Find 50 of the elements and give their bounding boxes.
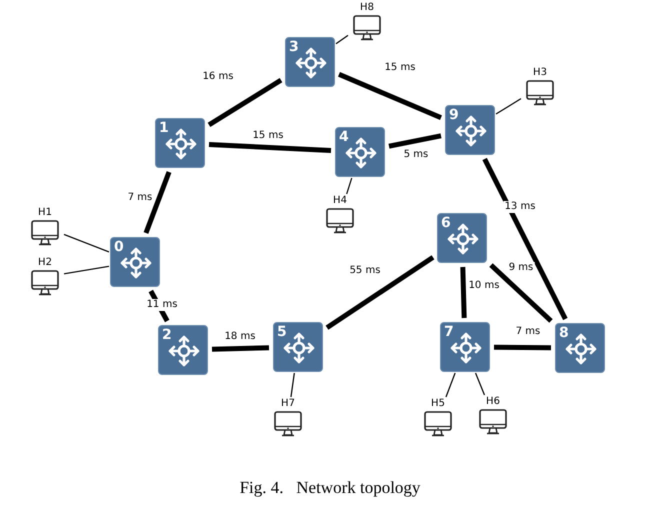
- host-label: H2: [38, 257, 52, 269]
- connector-line: [336, 34, 348, 44]
- edge-label: 13 ms: [504, 201, 536, 213]
- switch-box: [155, 118, 205, 168]
- link-line: [208, 78, 282, 128]
- connector-line: [346, 178, 352, 194]
- host-label: H3: [533, 67, 547, 79]
- host-label: H7: [281, 398, 295, 410]
- link-line: [208, 142, 332, 154]
- connector-line: [496, 98, 522, 115]
- connector-line: [64, 234, 110, 252]
- host-label: H8: [360, 2, 374, 14]
- switch-box: [555, 323, 605, 373]
- link-line: [212, 345, 270, 352]
- link-line: [338, 72, 442, 120]
- switch-number: 1: [159, 120, 169, 136]
- switch-box: [158, 325, 208, 375]
- figure-caption: Fig. 4. Network topology: [238, 478, 422, 498]
- link-line: [460, 266, 467, 318]
- switch-box: [437, 213, 487, 263]
- switch-box: [335, 127, 385, 177]
- switch-number: 9: [449, 107, 459, 123]
- link-line: [326, 255, 434, 330]
- edge-label: 11 ms: [146, 299, 178, 311]
- connector-line: [64, 266, 110, 274]
- link-line: [494, 344, 552, 350]
- switch-box: [285, 37, 335, 87]
- switch-box: [110, 237, 160, 287]
- switch-box: [440, 322, 490, 372]
- switch-box: [445, 105, 495, 155]
- connector-line: [290, 372, 295, 398]
- switch-number: 7: [444, 324, 454, 340]
- host-label: H1: [38, 207, 52, 219]
- switch-number: 8: [559, 325, 569, 341]
- switch-box: [273, 322, 323, 372]
- switch-number: 3: [289, 39, 299, 55]
- connector-line: [445, 372, 456, 398]
- switch-number: 2: [162, 327, 172, 343]
- link-line: [388, 133, 442, 149]
- switch-number: 5: [277, 324, 287, 340]
- switch-number: 6: [441, 215, 451, 231]
- link-line: [482, 158, 568, 320]
- host-label: H4: [333, 195, 347, 207]
- host-label: H6: [486, 396, 500, 408]
- switch-number: 0: [114, 239, 124, 255]
- link-line: [489, 263, 553, 323]
- link-line: [144, 171, 172, 234]
- host-label: H5: [431, 398, 445, 410]
- switch-number: 4: [339, 129, 349, 145]
- connector-line: [475, 372, 486, 396]
